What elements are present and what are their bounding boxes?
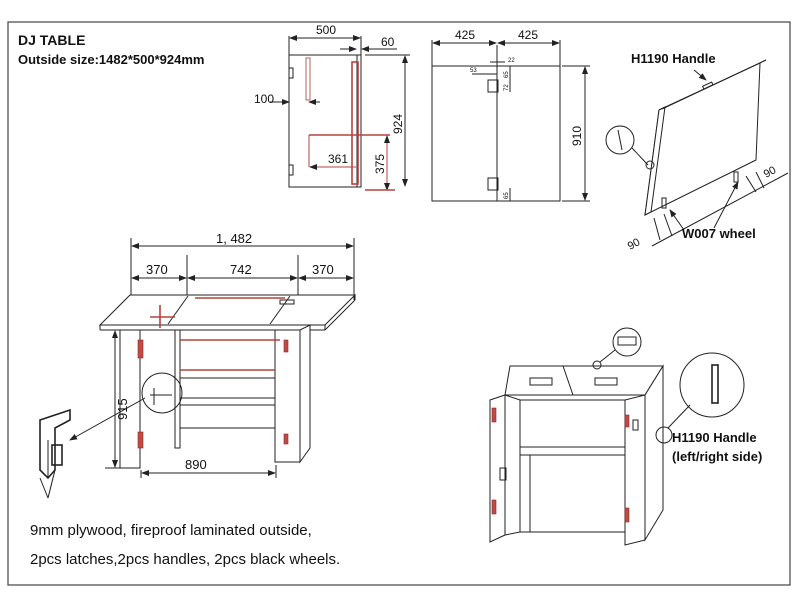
dim-425-right: 425 — [518, 28, 538, 42]
dim-361: 361 — [328, 152, 348, 166]
dim-65-top: 65 — [504, 71, 510, 78]
dim-500: 500 — [316, 23, 336, 37]
spec-line-1: 9mm plywood, fireproof laminated outside… — [30, 522, 312, 539]
dim-370-left: 370 — [146, 262, 168, 277]
wheel-label: W007 wheel — [682, 226, 756, 241]
drawing-title: DJ TABLE — [18, 32, 85, 48]
dim-100: 100 — [254, 92, 274, 106]
dim-90-left: 90 — [626, 236, 642, 252]
dim-65-bottom: 65 — [504, 192, 510, 199]
dim-924: 924 — [391, 114, 405, 134]
handle-note: (left/right side) — [672, 449, 762, 464]
panel-iso-view: H1190 Handle W007 wheel 90 90 — [605, 51, 789, 253]
front-view: 425 425 910 22 53 65 72 65 — [431, 28, 590, 202]
dim-915: 915 — [115, 398, 130, 420]
dim-90-right: 90 — [762, 164, 778, 180]
dim-53: 53 — [470, 68, 477, 74]
dim-370-right: 370 — [312, 262, 334, 277]
handle-label-panel: H1190 Handle — [631, 51, 716, 66]
dim-1482: 1, 482 — [216, 231, 252, 246]
latch-detail — [39, 408, 71, 499]
dim-890: 890 — [185, 457, 207, 472]
dim-22: 22 — [508, 58, 515, 64]
open-table-view: 1, 482 370 742 370 — [39, 231, 357, 499]
spec-line-2: 2pcs latches,2pcs handles, 2pcs black wh… — [30, 551, 340, 568]
dim-60: 60 — [381, 35, 395, 49]
dim-425-left: 425 — [455, 28, 475, 42]
side-view: 500 60 100 924 361 375 — [254, 23, 410, 191]
dim-910: 910 — [570, 126, 584, 146]
drawing-border — [7, 21, 791, 586]
dim-375: 375 — [373, 154, 387, 174]
dim-742: 742 — [230, 262, 252, 277]
outside-size: Outside size:1482*500*924mm — [18, 52, 204, 67]
closed-cabinet-view: H1190 Handle (left/right side) — [489, 327, 762, 546]
handle-label-cabinet: H1190 Handle — [672, 430, 757, 445]
dim-72: 72 — [504, 84, 510, 91]
